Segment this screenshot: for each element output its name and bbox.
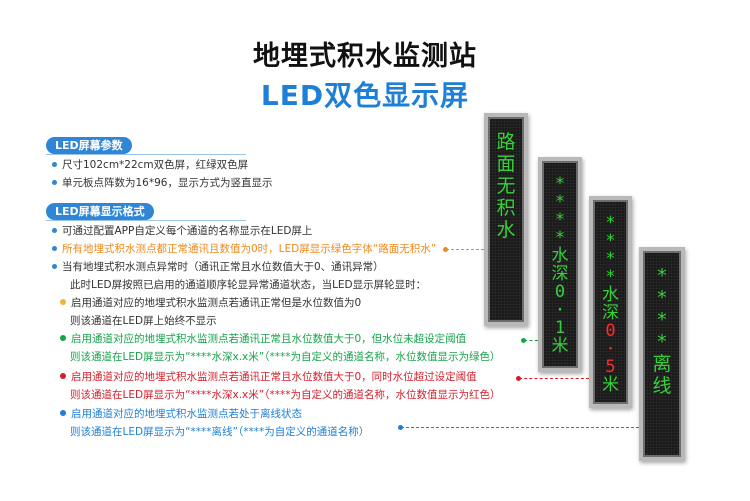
format-section-badge: LED屏幕显示格式 [46,203,154,220]
case-bullet-icon [60,299,66,305]
connector-red [519,378,589,379]
case-below-threshold: 启用通道对应的地埋式积水监测点若通讯正常且水位数值大于0，但水位未超设定阈值 [60,332,466,346]
case-zero-level: 启用通道对应的地埋式积水监测点若通讯正常但是水位数值为0 [60,296,361,310]
bullet-icon [52,245,57,251]
case-bullet-icon [60,373,66,379]
led-screen-no-water: 路面无积水 [484,113,528,326]
led-char: * [554,192,566,212]
params-section-divider [46,154,246,155]
case-offline: 启用通道对应的地埋式积水监测点若处于离线状态 [60,407,302,421]
led-char: * [554,210,566,230]
connector-dot [443,247,448,252]
connector-dot [521,338,526,343]
led-char: * [605,267,616,287]
led-char: 米 [551,336,569,356]
led-char: * [605,213,616,233]
led-char: 水 [496,219,516,241]
led-char: 水 [602,285,619,305]
bullet-icon [52,263,57,269]
led-char: 线 [652,375,672,397]
led-char: 离 [652,353,672,375]
format-item-config: 可通过配置APP自定义每个通道的名称显示在LED屏上 [52,224,312,238]
params-item-matrix: 单元板点阵数为16*96，显示方式为竖直显示 [52,176,272,190]
connector-blue [401,427,639,428]
led-char: 水 [551,246,569,266]
case-below-threshold-result: 则该通道在LED屏显示为“****水深x.x米”（****为自定义的通道名称，水… [70,351,501,363]
case-bullet-icon [60,410,66,416]
case-offline-result: 则该通道在LED屏显示为“****离线”（****为自定义的通道名称） [70,426,370,438]
led-text: ****离线 [643,265,681,397]
led-char: 5 [605,357,616,377]
led-char: 0 [605,321,616,341]
format-item-rotation-note: 此时LED屏按照已启用的通道顺序轮显异常通道状态，当LED显示屏轮显时： [70,279,427,291]
led-char: · [554,300,566,320]
led-char: * [554,174,566,194]
case-above-threshold: 启用通道对应的地埋式积水监测点若通讯正常且水位数值大于0，同时水位超过设定阈值 [60,370,477,384]
case-bullet-icon [60,335,66,341]
led-char: · [605,339,616,359]
led-char: 0 [554,282,566,302]
params-item-size: 尺寸102cm*22cm双色屏，红绿双色屏 [52,158,248,172]
case-above-threshold-result: 则该通道在LED屏显示为“****水深x.x米”（****为自定义的通道名称，水… [70,389,501,401]
bullet-icon [52,227,57,233]
format-section-divider [46,220,246,221]
format-item-abnormal: 当有地埋式积水测点异常时（通讯正常且水位数值大于0、通讯异常） [52,260,384,274]
led-char: * [656,287,668,309]
led-char: * [656,265,668,287]
led-char: * [605,249,616,269]
led-char: 积 [496,197,516,219]
led-char: * [656,309,668,331]
led-char: 1 [554,318,566,338]
connector-dot [516,376,521,381]
led-char: 深 [551,264,569,284]
led-char: 面 [496,153,516,175]
led-char: * [605,231,616,251]
led-char: 米 [602,375,619,395]
format-item-all-normal: 所有地埋式积水测点都正常通讯且数值为0时，LED屏显示绿色字体“路面无积水” [52,242,436,256]
bullet-icon [52,161,57,167]
connector-orange [446,249,484,250]
led-char: 深 [602,303,619,323]
led-char: 无 [496,175,516,197]
led-screen-offline: ****离线 [639,247,685,461]
led-char: 路 [496,131,516,153]
led-text: 路面无积水 [488,131,524,241]
led-char: * [656,331,668,353]
connector-dot [398,425,403,430]
page-subtitle: LED双色显示屏 [260,79,470,112]
bullet-icon [52,179,57,185]
led-char: * [554,228,566,248]
case-zero-level-result: 则该通道在LED屏上始终不显示 [70,315,217,327]
page-title: 地埋式积水监测站 [253,41,477,72]
params-section-badge: LED屏幕参数 [46,137,132,154]
connector-green [524,340,538,341]
